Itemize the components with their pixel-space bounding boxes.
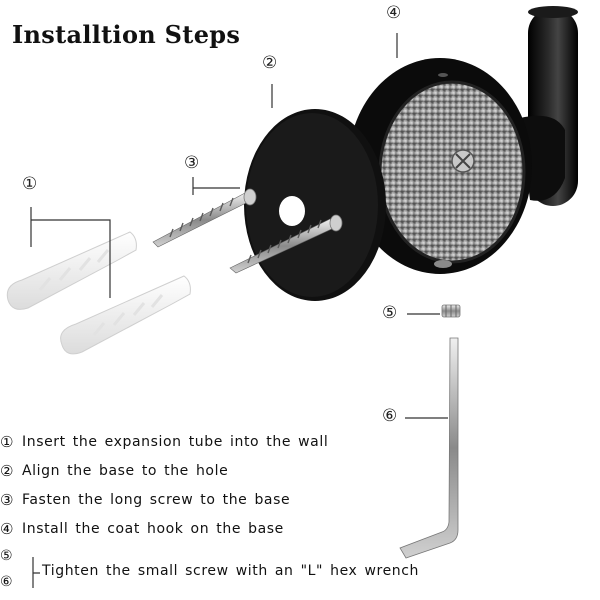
step-2-text: Align the base to the hole (22, 463, 229, 479)
base-plate (244, 109, 386, 301)
step-3-number: ③ (0, 491, 14, 509)
callout-5: ⑤ (382, 303, 398, 323)
callout-4: ④ (386, 3, 402, 23)
hook-cover (348, 58, 532, 274)
small-screw (441, 304, 461, 318)
step-2: ② Align the base to the hole (0, 462, 228, 480)
step-1-number: ① (0, 433, 14, 451)
hex-wrench (399, 337, 459, 559)
callout-1: ① (22, 174, 38, 194)
coat-hook (520, 6, 578, 206)
callout-2: ② (262, 53, 278, 73)
step-3-text: Fasten the long screw to the base (22, 492, 291, 508)
step-3: ③ Fasten the long screw to the base (0, 491, 290, 509)
callout-6: ⑥ (382, 406, 398, 426)
step-4-number: ④ (0, 520, 14, 538)
long-screw-upper (152, 188, 257, 248)
step-1-text: Insert the expansion tube into the wall (22, 434, 329, 450)
step-5-number: ⑤ (0, 548, 13, 564)
step-4-text: Install the coat hook on the base (22, 521, 284, 537)
step-6-number: ⑥ (0, 574, 13, 590)
step-5-6: ⑤ ⑥ Tighten the small screw with an "L" … (0, 548, 420, 594)
page-title: Installtion Steps (12, 20, 241, 49)
step-1: ① Insert the expansion tube into the wal… (0, 433, 328, 451)
leader-lines (30, 33, 448, 588)
expansion-tube-upper (6, 231, 137, 310)
step-5-6-text: Tighten the small screw with an "L" hex … (42, 563, 420, 579)
step-2-number: ② (0, 462, 14, 480)
expansion-tube-lower (60, 275, 191, 355)
callout-3: ③ (184, 153, 200, 173)
step-4: ④ Install the coat hook on the base (0, 520, 284, 538)
long-screw-lower (229, 214, 343, 274)
